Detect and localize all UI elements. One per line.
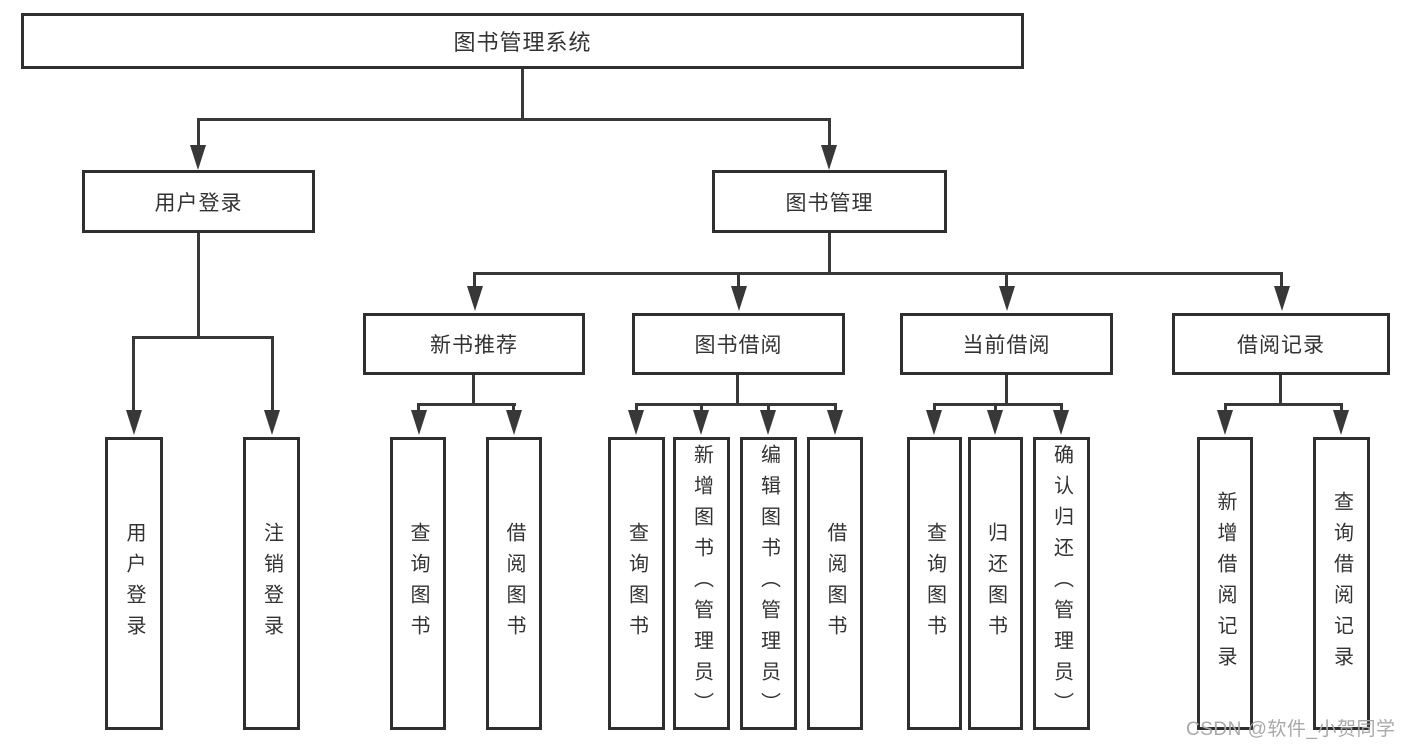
csdn-watermark: CSDN @软件_小贺同学 <box>1186 719 1396 740</box>
connector-leaf-stem <box>700 403 703 412</box>
leaf-label: 新增图书（管理员） <box>690 444 713 723</box>
connector-to-book-borrow-stem <box>737 272 740 288</box>
leaf-confirm-return-admin: 确认归还（管理员） <box>1033 437 1090 730</box>
leaf-label: 用户登录 <box>123 521 145 646</box>
leaf-label: 查询图书 <box>625 521 648 646</box>
arrowhead-to-leaf-add-book <box>693 410 709 435</box>
connector-leaf-stem <box>834 403 837 412</box>
connector-to-new-book-stem <box>473 272 476 288</box>
connector-current-borrow-branch <box>933 403 1063 406</box>
node-label: 图书借阅 <box>694 334 783 357</box>
arrowhead-to-current-borrow <box>999 286 1015 311</box>
connector-book-management-branch <box>473 272 1283 275</box>
leaf-edit-book-admin: 编辑图书（管理员） <box>740 437 797 730</box>
leaf-label: 注销登录 <box>260 521 283 646</box>
arrowhead-to-new-book <box>467 286 483 311</box>
connector-leaf-stem <box>1060 403 1063 412</box>
connector-leaf-stem <box>994 403 997 412</box>
connector-leaf-stem <box>767 403 770 412</box>
arrowhead-to-user-login <box>190 145 206 170</box>
arrowhead-to-leaf-query-book-1 <box>411 410 427 435</box>
leaf-logout: 注销登录 <box>243 437 300 730</box>
node-book-management: 图书管理 <box>712 170 947 233</box>
node-new-book-recommend: 新书推荐 <box>363 313 585 375</box>
arrowhead-to-book-borrow <box>731 286 747 311</box>
connector-root-stem <box>521 69 524 120</box>
arrowhead-to-leaf-borrow-book-2 <box>827 410 843 435</box>
leaf-add-borrow-record: 新增借阅记录 <box>1197 437 1253 730</box>
leaf-label: 新增借阅记录 <box>1214 490 1236 677</box>
connector-to-leaf-logout-stem <box>271 336 274 412</box>
arrowhead-to-leaf-user-login <box>126 410 142 435</box>
connector-leaf-stem <box>512 403 515 412</box>
connector-user-login-stem <box>197 233 200 339</box>
leaf-borrow-book-1: 借阅图书 <box>486 437 542 730</box>
connector-book-borrow-branch <box>635 403 836 406</box>
node-label: 借阅记录 <box>1237 334 1325 357</box>
leaf-label: 借阅图书 <box>503 521 525 646</box>
leaf-user-login: 用户登录 <box>105 437 163 730</box>
leaf-query-book-3: 查询图书 <box>907 437 962 730</box>
node-user-login: 用户登录 <box>82 170 315 233</box>
arrowhead-to-leaf-confirm-return <box>1053 410 1069 435</box>
node-borrow-record: 借阅记录 <box>1172 313 1390 375</box>
node-current-borrow: 当前借阅 <box>900 313 1113 375</box>
leaf-add-book-admin: 新增图书（管理员） <box>673 437 730 730</box>
leaf-label: 借阅图书 <box>824 521 846 646</box>
leaf-query-borrow-record: 查询借阅记录 <box>1313 437 1370 730</box>
node-book-borrow: 图书借阅 <box>632 313 845 375</box>
connector-to-leaf-user-login-stem <box>132 336 135 412</box>
arrowhead-to-leaf-return-book <box>987 410 1003 435</box>
arrowhead-to-leaf-add-borrow-record <box>1217 410 1233 435</box>
connector-to-book-management-stem <box>828 118 831 146</box>
connector-leaf-stem <box>933 403 936 412</box>
connector-root-branch <box>197 118 831 121</box>
leaf-borrow-book-2: 借阅图书 <box>807 437 863 730</box>
connector-to-borrow-record-stem <box>1280 272 1283 288</box>
connector-leaf-stem <box>635 403 638 412</box>
arrowhead-to-leaf-logout <box>264 410 280 435</box>
node-label: 图书管理系统 <box>453 30 592 55</box>
node-label: 图书管理 <box>785 191 874 215</box>
connector-new-book-branch <box>417 403 516 406</box>
connector-book-management-stem <box>828 233 831 274</box>
connector-to-current-borrow-stem <box>1005 272 1008 288</box>
connector-to-user-login-stem <box>197 118 200 146</box>
arrowhead-to-borrow-record <box>1274 286 1290 311</box>
leaf-query-book-2: 查询图书 <box>608 437 665 730</box>
leaf-return-book: 归还图书 <box>968 437 1023 730</box>
leaf-label: 查询图书 <box>407 521 429 646</box>
arrowhead-to-leaf-query-book-2 <box>628 410 644 435</box>
node-library-management-system: 图书管理系统 <box>21 13 1024 69</box>
leaf-query-book-1: 查询图书 <box>390 437 446 730</box>
connector-book-borrow-stem <box>736 375 739 406</box>
connector-borrow-record-stem <box>1279 375 1282 406</box>
leaf-label: 编辑图书（管理员） <box>757 444 780 723</box>
arrowhead-to-leaf-edit-book <box>760 410 776 435</box>
arrowhead-to-leaf-borrow-book-1 <box>506 410 522 435</box>
connector-leaf-stem <box>1340 403 1343 412</box>
node-label: 当前借阅 <box>962 334 1051 357</box>
node-label: 新书推荐 <box>430 334 518 357</box>
connector-new-book-stem <box>472 375 475 406</box>
connector-leaf-stem <box>1224 403 1227 412</box>
connector-borrow-record-branch <box>1224 403 1343 406</box>
connector-user-login-branch <box>132 336 274 339</box>
arrowhead-to-book-management <box>821 145 837 170</box>
node-label: 用户登录 <box>154 191 243 215</box>
leaf-label: 确认归还（管理员） <box>1050 444 1073 723</box>
arrowhead-to-leaf-query-borrow-record <box>1333 410 1349 435</box>
connector-current-borrow-stem <box>1005 375 1008 406</box>
leaf-label: 查询图书 <box>923 521 946 646</box>
arrowhead-to-leaf-query-book-3 <box>926 410 942 435</box>
leaf-label: 归还图书 <box>984 521 1007 646</box>
leaf-label: 查询借阅记录 <box>1330 490 1353 677</box>
connector-leaf-stem <box>417 403 420 412</box>
